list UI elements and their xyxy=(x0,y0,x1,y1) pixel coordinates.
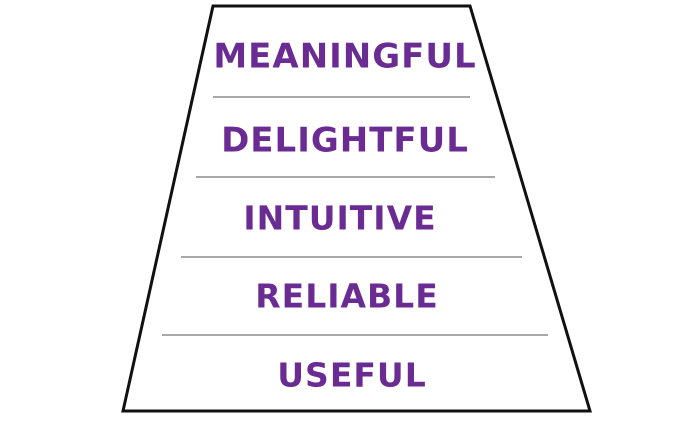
level-label-useful: USEFUL xyxy=(277,356,426,395)
level-label-intuitive: INTUITIVE xyxy=(243,199,436,238)
level-label-delightful: DELIGHTFUL xyxy=(221,121,469,161)
level-label-reliable: RELIABLE xyxy=(255,277,439,316)
pyramid-outline xyxy=(121,4,593,413)
level-label-meaningful: MEANINGFUL xyxy=(213,37,476,77)
